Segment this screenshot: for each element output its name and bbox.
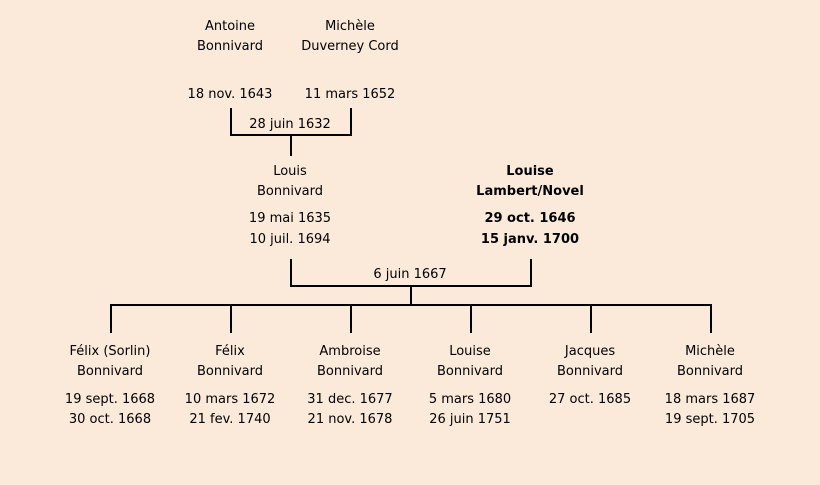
parents-marriage-date: 6 juin 1667 [373, 267, 447, 282]
child-first-name: Félix (Sorlin) [69, 344, 151, 359]
father-birth-date: 19 mai 1635 [248, 211, 332, 226]
child-birth-date: 18 mars 1687 [664, 392, 756, 407]
connector-line [350, 108, 352, 136]
child-drop-line [710, 306, 712, 333]
mother-birth-date: 29 oct. 1646 [484, 211, 576, 226]
child-birth-date: 10 mars 1672 [184, 392, 276, 407]
marriage-line [290, 285, 532, 287]
child-drop-line [110, 306, 112, 333]
connector-line [230, 108, 232, 136]
child-last-name: Bonnivard [677, 364, 743, 379]
father-death-date: 10 juil. 1694 [249, 232, 331, 247]
children-line [110, 304, 712, 306]
grandparents-marriage-date: 28 juin 1632 [249, 117, 331, 132]
marriage-line [230, 134, 352, 136]
mother-first-name: Louise [506, 164, 554, 179]
grandfather-first-name: Antoine [204, 19, 256, 34]
child-drop-line [590, 306, 592, 333]
father-last-name: Bonnivard [257, 184, 323, 199]
descent-line [410, 287, 412, 304]
child-death-date: 21 nov. 1678 [307, 412, 393, 427]
child-death-date: 19 sept. 1705 [664, 412, 756, 427]
child-first-name: Ambroise [319, 344, 381, 359]
grandfather-date: 18 nov. 1643 [187, 87, 273, 102]
child-death-date: 26 juin 1751 [429, 412, 511, 427]
child-last-name: Bonnivard [77, 364, 143, 379]
grandmother-last-name: Duverney Cord [301, 39, 399, 54]
grandfather-last-name: Bonnivard [197, 39, 263, 54]
child-drop-line [350, 306, 352, 333]
child-last-name: Bonnivard [437, 364, 503, 379]
mother-last-name: Lambert/Novel [476, 184, 584, 199]
child-birth-date: 19 sept. 1668 [64, 392, 156, 407]
child-birth-date: 5 mars 1680 [428, 392, 512, 407]
father-first-name: Louis [273, 164, 307, 179]
child-drop-line [230, 306, 232, 333]
descent-line [290, 136, 292, 156]
child-drop-line [470, 306, 472, 333]
connector-line [530, 259, 532, 287]
child-birth-date: 27 oct. 1685 [548, 392, 632, 407]
mother-death-date: 15 janv. 1700 [480, 232, 580, 247]
child-last-name: Bonnivard [197, 364, 263, 379]
child-birth-date: 31 dec. 1677 [307, 392, 393, 407]
grandmother-first-name: Michèle [325, 19, 375, 34]
child-death-date: 21 fev. 1740 [189, 412, 271, 427]
child-first-name: Félix [215, 344, 245, 359]
child-death-date: 30 oct. 1668 [68, 412, 152, 427]
grandmother-date: 11 mars 1652 [304, 87, 396, 102]
child-first-name: Jacques [564, 344, 616, 359]
child-last-name: Bonnivard [317, 364, 383, 379]
child-first-name: Louise [449, 344, 491, 359]
connector-line [290, 259, 292, 287]
child-last-name: Bonnivard [557, 364, 623, 379]
child-first-name: Michèle [685, 344, 735, 359]
